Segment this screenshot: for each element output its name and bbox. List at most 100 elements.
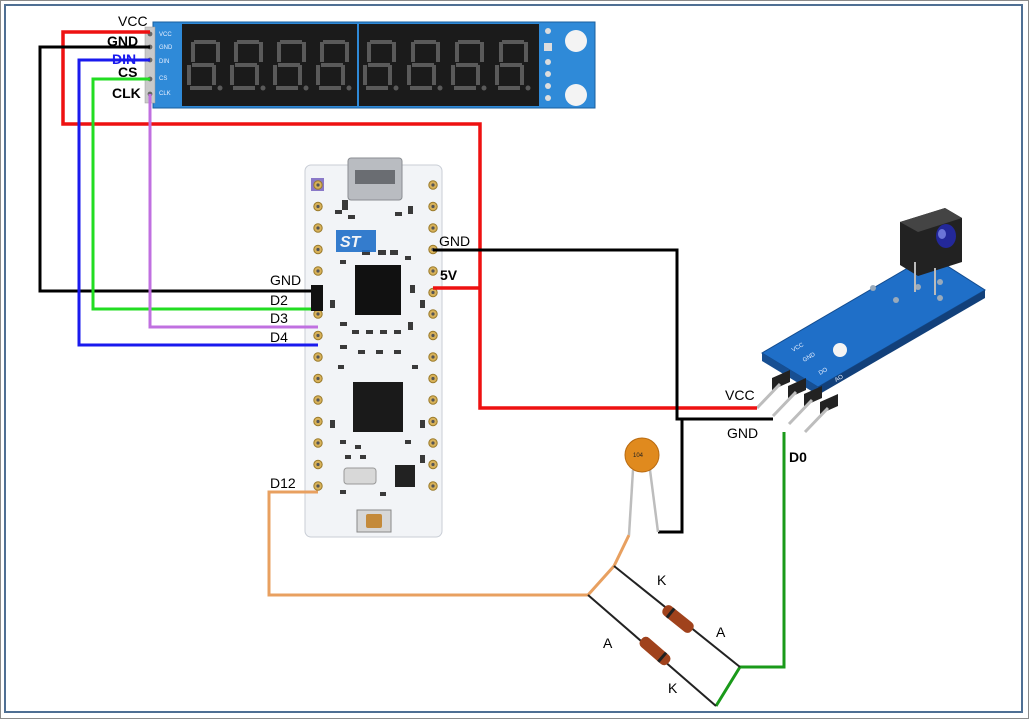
sensor-pcb	[761, 254, 986, 388]
reset-button	[366, 514, 382, 528]
wire-gnd-sensor	[433, 248, 773, 421]
segment	[259, 42, 263, 62]
ceramic-capacitor: 104	[624, 437, 660, 536]
display-silk-clk: CLK	[159, 91, 171, 97]
segment	[392, 42, 396, 62]
display-pin-labels: VCC GND DIN CS CLK	[107, 13, 148, 101]
segment	[230, 65, 234, 85]
smd-component	[340, 260, 346, 264]
wire-din	[77, 58, 318, 347]
segment	[191, 42, 195, 62]
digit-6	[407, 40, 443, 91]
sensor-silk-do: DO	[818, 367, 829, 377]
smd-component	[355, 445, 361, 449]
sensor-mount-hole	[833, 343, 847, 357]
segment	[298, 65, 302, 85]
mcu-chip	[353, 382, 403, 432]
header-hole	[316, 226, 320, 230]
diode-upper-anode-label: A	[716, 624, 726, 640]
segment	[410, 86, 432, 90]
wires	[38, 30, 786, 707]
wire-vcc	[61, 30, 757, 410]
digit-7	[451, 40, 487, 91]
digit-1	[187, 40, 223, 91]
segment	[480, 42, 484, 62]
segment	[194, 40, 216, 44]
decimal-point	[393, 85, 399, 91]
smd-component	[390, 250, 398, 255]
segment	[388, 65, 392, 85]
segment	[276, 86, 298, 90]
wire-clk	[148, 94, 318, 329]
smd-component	[330, 300, 335, 308]
segment	[414, 40, 436, 44]
nucleo-board: ST	[304, 157, 443, 538]
segment	[456, 63, 478, 67]
digit-5	[363, 40, 399, 91]
smd-component	[394, 330, 401, 334]
label-board-gnd-left: GND	[270, 272, 301, 288]
display-silk-vcc: VCC	[159, 32, 172, 38]
diode-upper-cathode-label: K	[657, 572, 667, 588]
header-hole	[316, 441, 320, 445]
wire-cs	[91, 77, 318, 311]
segment	[451, 65, 455, 85]
ir-sensor-module: VCC GND DO AO	[755, 208, 986, 434]
display-digits	[187, 40, 531, 91]
small-chip	[395, 465, 415, 487]
segment	[368, 63, 390, 67]
smd-component	[352, 330, 359, 334]
segment	[436, 42, 440, 62]
smd-component	[405, 256, 411, 260]
segment	[455, 42, 459, 62]
header-hole	[431, 183, 435, 187]
digit-2	[230, 40, 266, 91]
digit-4	[316, 40, 352, 91]
header-hole	[316, 419, 320, 424]
smd-component	[412, 365, 418, 369]
header-hole	[316, 376, 320, 381]
label-board-5v: 5V	[440, 267, 458, 283]
st-logo-text: ST	[340, 234, 362, 251]
segment	[499, 42, 503, 62]
segment	[255, 65, 259, 85]
display-silk-gnd: GND	[159, 45, 173, 51]
wire-d12	[267, 490, 631, 597]
smd-component	[342, 200, 348, 210]
smd-component	[345, 455, 351, 459]
header-hole	[316, 333, 320, 338]
segment	[235, 63, 257, 67]
header-hole	[431, 484, 435, 488]
label-sensor-d0: D0	[789, 449, 807, 465]
segment	[190, 86, 212, 90]
label-display-cs: CS	[118, 64, 137, 80]
wire-d0	[714, 432, 786, 707]
decimal-point	[346, 85, 352, 91]
smd-component	[358, 350, 365, 354]
display-silk-cs: CS	[159, 76, 167, 82]
segment	[345, 42, 349, 62]
label-sensor-gnd: GND	[727, 425, 758, 441]
digit-3	[273, 40, 309, 91]
smd-component	[376, 350, 383, 354]
segment	[498, 86, 520, 90]
segment	[277, 42, 281, 62]
header-hole	[431, 419, 435, 424]
display-right-header	[544, 28, 552, 101]
smd-component	[362, 250, 370, 255]
diagram-border	[4, 4, 1023, 713]
segment	[520, 65, 524, 85]
capacitor-label: 104	[633, 453, 644, 459]
label-board-d12: D12	[270, 475, 296, 491]
smd-component	[378, 250, 386, 255]
header-hole	[316, 204, 320, 209]
header-hole	[431, 269, 435, 273]
smd-component	[408, 322, 413, 330]
digit-8	[495, 40, 531, 91]
segment	[278, 63, 300, 67]
header-hole	[431, 204, 435, 209]
segment	[192, 63, 214, 67]
smd-component	[408, 206, 413, 214]
segment	[280, 40, 302, 44]
smd-component	[338, 365, 344, 369]
